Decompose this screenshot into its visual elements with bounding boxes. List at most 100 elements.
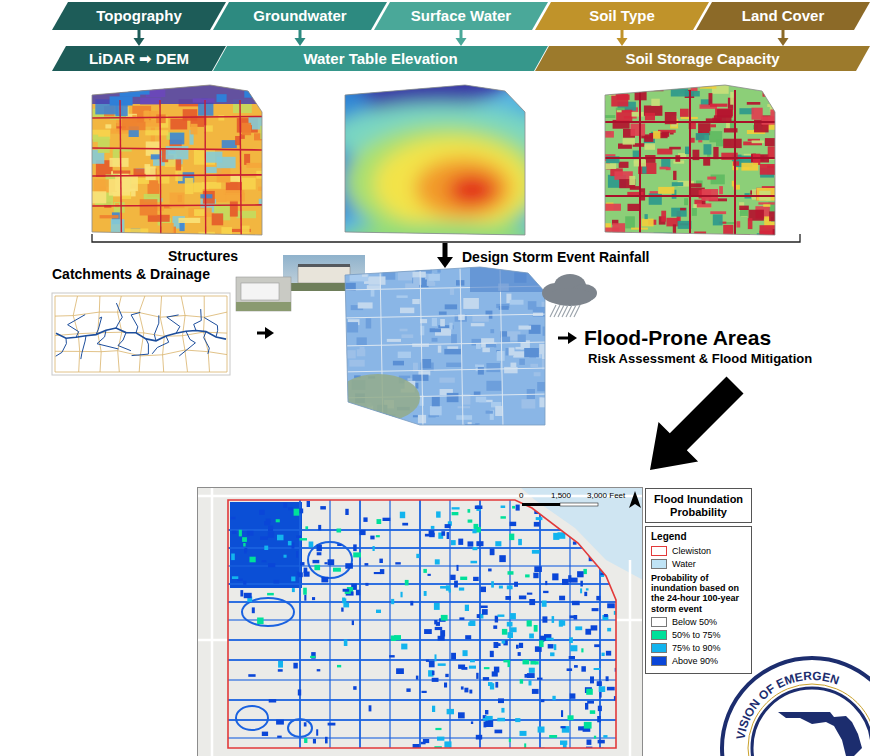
contour-zone [374,138,530,230]
map-title-box: Flood Inundation Probability [645,488,752,523]
inundation-patch [486,363,500,372]
inundation-patch [539,397,556,407]
inundation-patch [277,535,284,541]
inundation-patch [369,705,372,711]
inundation-patch [545,581,547,585]
inundation-patch [440,319,445,326]
inundation-patch [518,652,521,656]
soil-patch [631,124,646,136]
inundation-patch [400,512,405,519]
inundation-patch [561,710,563,717]
inundation-patch [264,546,268,550]
inundation-patch [420,396,425,406]
water-table-map [270,44,565,258]
soil-patch [775,215,783,219]
node-text: LiDAR ➡ DEM [89,50,189,67]
inundation-patch [288,541,292,546]
inundation-patch [594,668,601,670]
arrow-head [134,38,145,46]
soil-patch [723,225,733,237]
inundation-patch [317,545,322,552]
terrain-patch [170,133,184,145]
inundation-patch [495,406,503,416]
inundation-patch [325,562,328,564]
road-line [639,90,641,238]
road-line [88,205,266,206]
road-line [88,175,266,176]
inundation-patch [475,364,484,367]
inundation-patch [574,665,578,668]
inundation-patch [585,703,588,710]
drainage-branch [204,332,210,354]
terrain-patch [103,238,119,251]
inundation-patch [422,280,427,286]
inundation-patch [444,741,451,747]
inundation-patch [418,415,426,423]
inundation-patch [502,640,506,643]
inundation-patch [518,539,522,545]
inundation-patch [310,656,315,658]
inundation-patch [552,573,558,580]
soil-storage-map [600,80,793,248]
flooded-street [242,598,294,626]
pump-station [298,266,350,283]
inundation-patch [542,601,547,607]
inundation-patch [438,346,442,353]
inundation-patch [346,591,354,595]
flooded-street [479,500,481,748]
inundation-patch [482,347,490,352]
terrain-patch [250,236,255,241]
soil-patch [719,186,723,194]
inundation-patch [490,651,494,657]
inundation-patch [374,572,381,574]
inundation-patch [508,661,511,667]
drainage-branch [96,317,102,335]
annotation-text: Design Storm Event Rainfall [462,249,649,265]
map-ground [600,80,780,240]
soil-patch [704,144,712,154]
inundation-patch [432,678,439,682]
inundation-patch [603,735,607,738]
inundation-patch [318,525,321,530]
annotation-text: Catchments & Drainage [52,266,210,282]
inundation-patch [400,329,408,332]
terrain-patch [202,182,221,189]
drainage-branch [56,338,67,356]
inundation-patch [597,681,602,686]
terrain-patch [125,229,148,241]
inundation-patch [485,720,493,727]
inundation-patch [594,736,596,739]
catchment-line [227,296,228,372]
inundation-patch [344,639,348,646]
inundation-patch [587,740,592,745]
inundation-patch [597,557,601,562]
chevron-fill [535,46,870,71]
legend-text: Above 90% [672,656,718,666]
inundation-patch [598,740,605,744]
inundation-patch [391,636,396,642]
inundation-patch [435,728,441,730]
terrain-patch [194,209,204,216]
derived-layer: Soil Storage Capacity [535,46,870,71]
soil-patch [702,189,718,201]
inundation-patch [341,608,343,612]
inundation-patch [510,627,516,632]
soil-patch [619,162,629,168]
inundation-patch [501,708,504,713]
inundation-patch [470,660,475,663]
terrain-patch [100,215,119,218]
inundation-patch [600,691,602,697]
inundation-patch [465,605,469,611]
inundation-patch [300,538,308,540]
inundation-patch [499,555,506,562]
inundation-patch [268,531,274,537]
terrain-patch [113,171,130,174]
soil-patch [605,204,621,211]
soil-patch [660,167,669,170]
inundation-patch [542,616,547,622]
soil-patch [730,92,733,105]
grouping-bracket [92,234,800,242]
inundation-patch [471,323,485,326]
inundation-patch [320,506,326,509]
